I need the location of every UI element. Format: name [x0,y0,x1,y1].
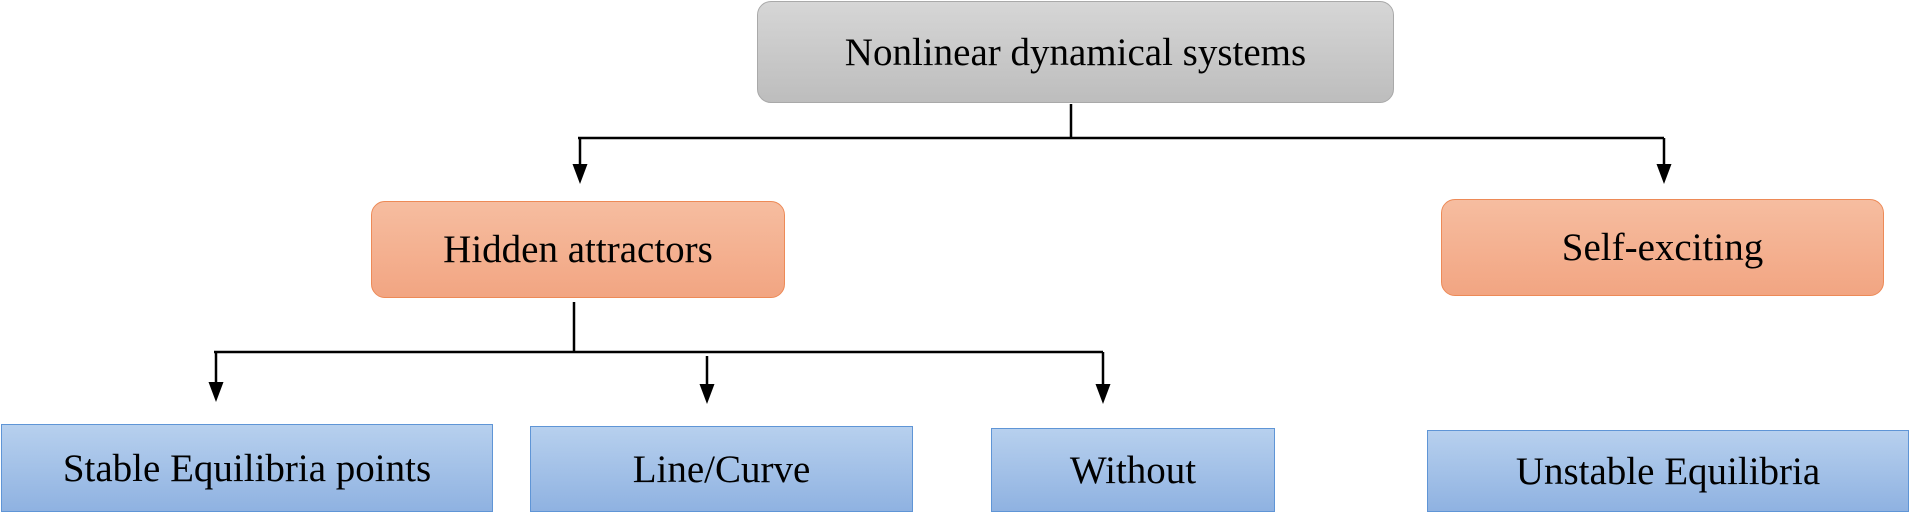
node-hidden-attractors: Hidden attractors [371,201,785,298]
leaf-without-label: Without [1069,448,1197,492]
leaf-line-curve: Line/Curve [530,426,913,512]
root-node-label: Nonlinear dynamical systems [844,30,1307,74]
root-node-nonlinear-dynamical-systems: Nonlinear dynamical systems [757,1,1394,103]
leaf-line-curve-label: Line/Curve [632,447,811,491]
node-hidden-attractors-label: Hidden attractors [443,228,713,271]
node-self-exciting: Self-exciting [1441,199,1884,296]
leaf-stable-equilibria-points-label: Stable Equilibria points [62,446,432,490]
leaf-unstable-equilibria: Unstable Equilibria [1427,430,1909,512]
leaf-without: Without [991,428,1275,512]
leaf-unstable-equilibria-label: Unstable Equilibria [1515,449,1821,493]
leaf-stable-equilibria-points: Stable Equilibria points [1,424,493,512]
node-self-exciting-label: Self-exciting [1561,226,1764,269]
